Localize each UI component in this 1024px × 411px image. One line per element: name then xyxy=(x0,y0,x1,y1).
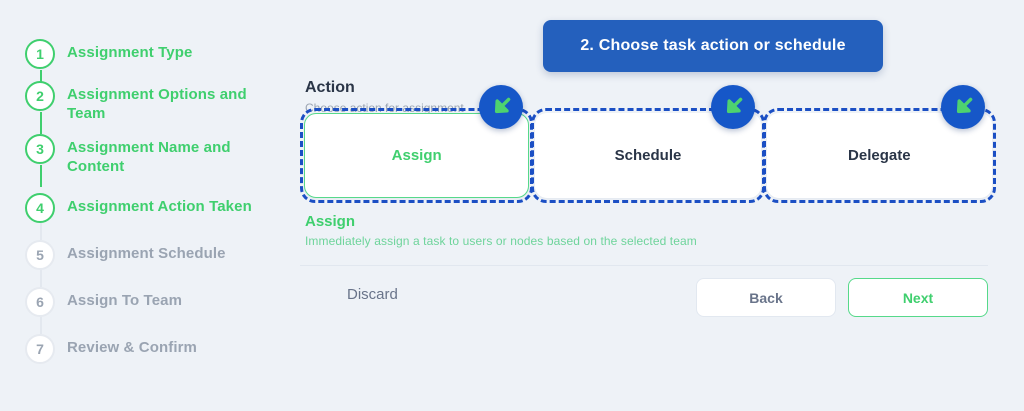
footer-divider xyxy=(300,265,988,266)
step-number-2: 2 xyxy=(25,81,55,111)
action-options: Assign Schedule Delegate xyxy=(300,108,996,203)
option-label-schedule: Schedule xyxy=(614,147,682,164)
selection-title: Assign xyxy=(305,213,356,230)
action-header: Action Choose action for assignment xyxy=(305,79,464,115)
cursor-badge-assign xyxy=(479,85,523,129)
stepper-item-2[interactable]: 2 Assignment Options and Team xyxy=(25,81,267,124)
option-label-assign: Assign xyxy=(391,147,442,164)
step-number-1: 1 xyxy=(25,39,55,69)
stepper-item-5[interactable]: 5 Assignment Schedule xyxy=(25,240,226,270)
step-number-3: 3 xyxy=(25,134,55,164)
stepper-item-6[interactable]: 6 Assign To Team xyxy=(25,287,182,317)
arrow-down-left-icon xyxy=(720,94,746,120)
step-label-5: Assignment Schedule xyxy=(67,245,226,262)
stepper-item-1[interactable]: 1 Assignment Type xyxy=(25,39,192,69)
step-label-1: Assignment Type xyxy=(67,44,193,61)
section-title: Action xyxy=(305,79,355,96)
step-label-3: Assignment Name and Content xyxy=(67,139,231,175)
instruction-callout: 2. Choose task action or schedule xyxy=(543,20,883,72)
option-label-delegate: Delegate xyxy=(848,147,911,164)
step-number-7: 7 xyxy=(25,334,55,364)
step-number-5: 5 xyxy=(25,240,55,270)
selection-description: Assign Immediately assign a task to user… xyxy=(305,213,697,248)
cursor-badge-delegate xyxy=(941,85,985,129)
stepper-item-7[interactable]: 7 Review & Confirm xyxy=(25,334,197,364)
wizard-stepper: 1 Assignment Type 2 Assignment Options a… xyxy=(0,0,290,411)
option-card-schedule[interactable]: Schedule xyxy=(535,113,761,198)
arrow-down-left-icon xyxy=(488,94,514,120)
back-button[interactable]: Back xyxy=(696,278,836,317)
step-label-6: Assign To Team xyxy=(67,292,183,309)
step-number-4: 4 xyxy=(25,193,55,223)
cursor-badge-schedule xyxy=(711,85,755,129)
footer-actions: Discard Back Next xyxy=(300,278,988,318)
selection-text: Immediately assign a task to users or no… xyxy=(305,234,697,248)
stepper-item-4[interactable]: 4 Assignment Action Taken xyxy=(25,193,252,223)
step-label-7: Review & Confirm xyxy=(67,339,197,356)
next-button[interactable]: Next xyxy=(848,278,988,317)
step-label-2: Assignment Options and Team xyxy=(67,86,247,122)
stepper-item-3[interactable]: 3 Assignment Name and Content xyxy=(25,134,267,177)
option-wrap-schedule: Schedule xyxy=(531,108,765,203)
step-number-6: 6 xyxy=(25,287,55,317)
discard-button[interactable]: Discard xyxy=(347,286,398,303)
arrow-down-left-icon xyxy=(950,94,976,120)
step-label-4: Assignment Action Taken xyxy=(67,198,252,215)
